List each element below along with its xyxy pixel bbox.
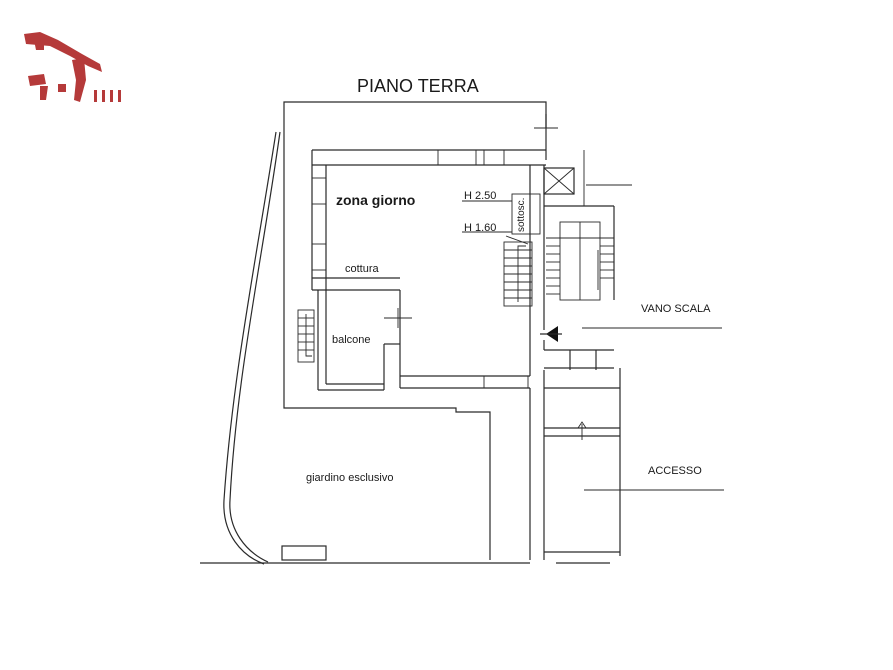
floor-title: PIANO TERRA: [357, 76, 479, 96]
room-label-garden: giardino esclusivo: [306, 472, 393, 484]
elevator-icon: [543, 167, 575, 195]
garden-bench: [281, 545, 327, 561]
height-label-low: H 1.60: [464, 222, 496, 234]
room-label-understair: sottosc.: [516, 198, 527, 232]
entry-arrow-icon: [540, 326, 562, 342]
house-logo-icon: [24, 32, 121, 102]
room-label-entrance: ACCESSO: [648, 465, 702, 477]
outer-walls: [200, 101, 610, 565]
room-label-stairwell: VANO SCALA: [641, 303, 711, 315]
stairwell-walls: [529, 150, 724, 560]
room-label-balcony: balcone: [332, 334, 371, 346]
room-label-living: zona giorno: [336, 192, 415, 208]
height-label-high: H 2.50: [464, 190, 496, 202]
apartment-walls: [297, 149, 546, 391]
room-label-kitchen: cottura: [345, 263, 380, 275]
